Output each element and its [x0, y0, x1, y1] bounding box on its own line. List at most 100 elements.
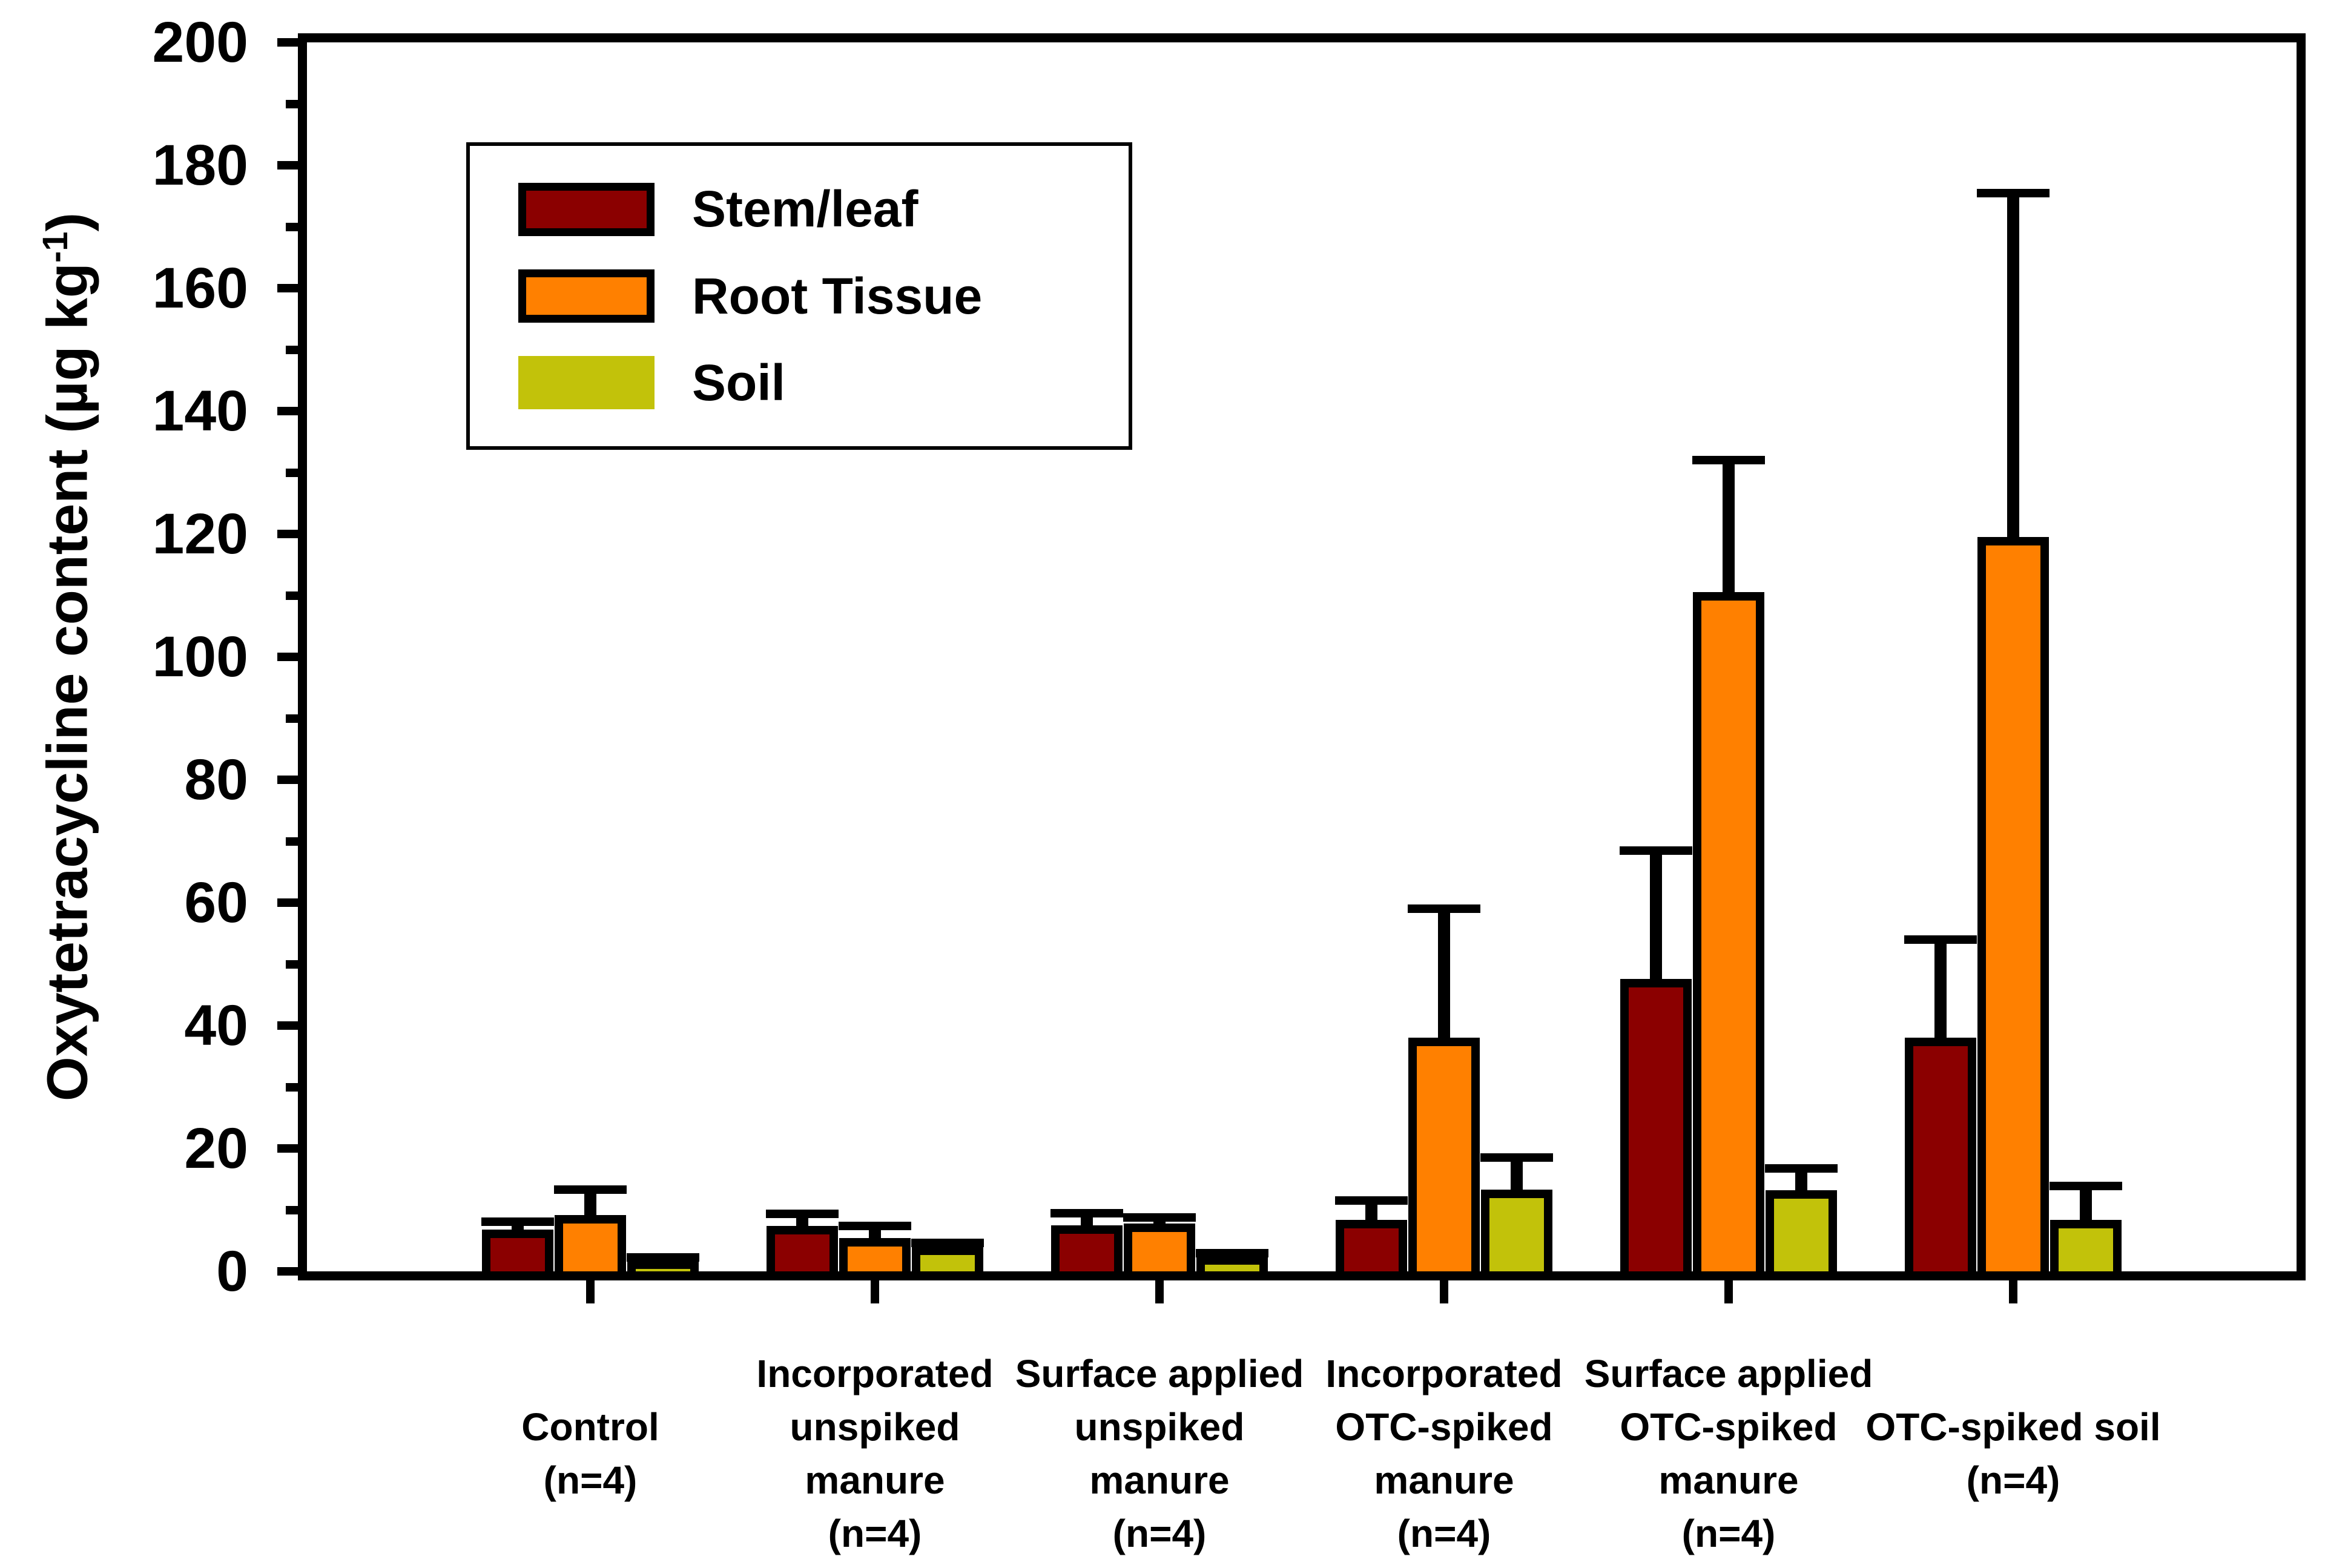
y-major-tick [277, 1267, 303, 1276]
bar-soil-group-5 [1766, 1190, 1837, 1271]
x-category-label-line: (n=4) [1681, 1512, 1776, 1555]
error-bar-cap [1765, 1164, 1838, 1173]
y-tick-label: 120 [152, 502, 248, 566]
y-major-tick [277, 898, 303, 907]
y-major-tick [277, 530, 303, 538]
error-bar-line [1438, 909, 1450, 1038]
x-category-label-line: unspiked [790, 1405, 960, 1449]
legend-swatch-soil [518, 356, 655, 410]
legend: Stem/leaf Root Tissue Soil [466, 142, 1132, 450]
y-major-tick [277, 776, 303, 784]
error-bar-line [2080, 1185, 2092, 1220]
error-bar-cap [766, 1209, 839, 1218]
x-category-label-line: manure [805, 1458, 945, 1502]
error-bar-cap [1123, 1213, 1196, 1222]
y-major-tick [277, 1021, 303, 1030]
x-category-tick [586, 1280, 595, 1303]
y-major-tick [277, 653, 303, 661]
bar-stem-leaf-group-2 [767, 1225, 838, 1271]
x-category-tick [1724, 1280, 1733, 1303]
y-tick-label: 100 [152, 625, 248, 689]
x-category-label-line: OTC-spiked [1620, 1405, 1838, 1449]
legend-item-stem-leaf: Stem/leaf [518, 180, 1129, 239]
error-bar-cap [2050, 1181, 2122, 1190]
x-category-tick [1155, 1280, 1164, 1303]
error-bar-line [1511, 1158, 1523, 1190]
bar-soil-group-2 [912, 1247, 983, 1271]
y-major-tick [277, 38, 303, 47]
x-category-tick [2009, 1280, 2017, 1303]
error-bar-cap [911, 1239, 984, 1248]
error-bar-cap [1620, 846, 1692, 855]
error-bar-line [2007, 193, 2019, 538]
x-category-label-line: OTC-spiked [1335, 1405, 1553, 1449]
legend-label-soil: Soil [692, 354, 786, 411]
x-category-label-line: manure [1374, 1458, 1514, 1502]
error-bar-cap [1692, 456, 1765, 465]
x-category-label-line: unspiked [1074, 1405, 1245, 1449]
bar-stem-leaf-group-1 [482, 1229, 553, 1271]
y-tick-label: 80 [184, 748, 248, 812]
legend-item-root-tissue: Root Tissue [518, 267, 1129, 326]
bar-soil-group-6 [2050, 1219, 2122, 1271]
bar-root-tissue-group-3 [1124, 1223, 1195, 1271]
y-major-tick [277, 284, 303, 292]
error-bar-cap [1335, 1196, 1408, 1205]
legend-item-soil: Soil [518, 354, 1129, 412]
x-category-label: OTC-spiked soil(n=4) [1850, 1347, 2177, 1560]
x-category-label-line: Control [521, 1405, 659, 1449]
y-tick-label: 0 [216, 1239, 248, 1303]
bar-stem-leaf-group-3 [1051, 1225, 1123, 1271]
y-major-tick [277, 1144, 303, 1153]
error-bar-cap [627, 1253, 699, 1262]
error-bar-line [1795, 1168, 1807, 1190]
x-category-label-line: manure [1658, 1458, 1799, 1502]
bar-stem-leaf-group-4 [1336, 1219, 1407, 1271]
bar-root-tissue-group-5 [1693, 592, 1764, 1271]
error-bar-cap [1050, 1208, 1123, 1217]
bar-soil-group-3 [1196, 1256, 1268, 1271]
y-tick-label: 160 [152, 256, 248, 320]
error-bar-cap [554, 1185, 627, 1194]
error-bar-line [1650, 850, 1662, 979]
y-major-tick [277, 161, 303, 170]
error-bar-cap [1904, 935, 1977, 944]
error-bar-cap [1196, 1248, 1268, 1257]
bar-root-tissue-group-1 [555, 1214, 626, 1271]
x-category-label-line: Surface applied [1584, 1352, 1873, 1395]
x-category-tick [871, 1280, 879, 1303]
legend-label-stem-leaf: Stem/leaf [692, 180, 918, 238]
error-bar-line [1934, 939, 1947, 1038]
bar-root-tissue-group-4 [1408, 1038, 1480, 1271]
x-category-label: Control(n=4) [427, 1347, 754, 1560]
error-bar-cap [1977, 188, 2050, 197]
y-tick-label: 60 [184, 871, 248, 935]
error-bar-cap [481, 1217, 554, 1226]
x-category-label-line: Incorporated [1325, 1352, 1563, 1395]
y-tick-label: 40 [184, 993, 248, 1058]
legend-label-root-tissue: Root Tissue [692, 267, 983, 324]
x-category-tick [1440, 1280, 1448, 1303]
bar-stem-leaf-group-6 [1905, 1038, 1976, 1271]
legend-swatch-stem-leaf [518, 182, 655, 236]
bar-root-tissue-group-2 [839, 1238, 911, 1271]
legend-swatch-root-tissue [518, 269, 655, 323]
y-tick-label: 140 [152, 379, 248, 443]
x-category-label-line: OTC-spiked soil [1865, 1405, 2161, 1449]
y-major-tick [277, 407, 303, 415]
x-category-label-line: manure [1089, 1458, 1230, 1502]
error-bar-line [1365, 1201, 1377, 1220]
x-category-label-line: (n=4) [828, 1512, 922, 1555]
error-bar-cap [1408, 904, 1480, 914]
bar-soil-group-4 [1481, 1190, 1552, 1271]
x-category-label-line: (n=4) [1397, 1512, 1491, 1555]
y-tick-label: 180 [152, 133, 248, 197]
